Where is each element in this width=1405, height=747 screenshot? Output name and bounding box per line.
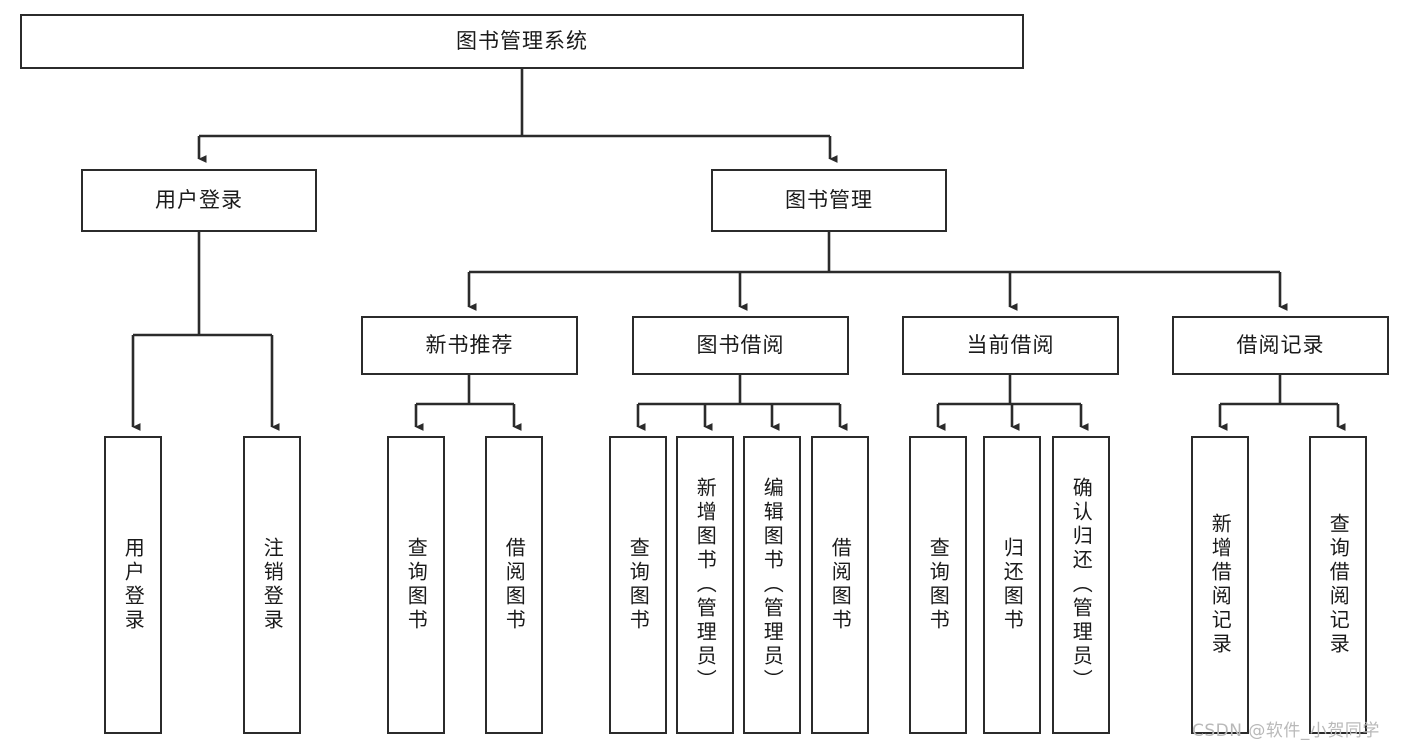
node-leaf-edit-book-label: 编辑图书（管理员） <box>760 477 785 693</box>
node-leaf-query-borrow-record-label: 查询借阅记录 <box>1326 513 1351 657</box>
node-book-borrow-label: 图书借阅 <box>696 333 785 358</box>
node-leaf-confirm-return[interactable]: 确认归还（管理员） <box>1052 436 1110 734</box>
node-user-login-label: 用户登录 <box>155 188 243 213</box>
node-leaf-add-book[interactable]: 新增图书（管理员） <box>676 436 734 734</box>
node-leaf-return-book[interactable]: 归还图书 <box>983 436 1041 734</box>
node-current-borrow[interactable]: 当前借阅 <box>902 316 1119 375</box>
node-leaf-query-borrow-record[interactable]: 查询借阅记录 <box>1309 436 1367 734</box>
node-leaf-add-borrow-record-label: 新增借阅记录 <box>1208 513 1233 657</box>
node-leaf-query-book-current-label: 查询图书 <box>926 537 951 633</box>
node-leaf-user-login-label: 用户登录 <box>121 537 146 633</box>
node-root-label: 图书管理系统 <box>456 29 588 54</box>
node-root[interactable]: 图书管理系统 <box>20 14 1024 69</box>
node-leaf-add-borrow-record[interactable]: 新增借阅记录 <box>1191 436 1249 734</box>
node-leaf-borrow-book-rec-label: 借阅图书 <box>502 537 527 633</box>
node-current-borrow-label: 当前借阅 <box>966 333 1055 358</box>
node-book-borrow[interactable]: 图书借阅 <box>632 316 849 375</box>
node-leaf-user-logout-label: 注销登录 <box>260 537 285 633</box>
node-book-management-label: 图书管理 <box>785 188 873 213</box>
node-book-management[interactable]: 图书管理 <box>711 169 947 232</box>
node-new-book-recommend-label: 新书推荐 <box>425 333 514 358</box>
node-user-login[interactable]: 用户登录 <box>81 169 317 232</box>
node-leaf-query-book-current[interactable]: 查询图书 <box>909 436 967 734</box>
node-leaf-add-book-label: 新增图书（管理员） <box>693 477 718 693</box>
node-leaf-borrow-book[interactable]: 借阅图书 <box>811 436 869 734</box>
node-borrow-record[interactable]: 借阅记录 <box>1172 316 1389 375</box>
node-leaf-query-book-rec-label: 查询图书 <box>404 537 429 633</box>
node-leaf-edit-book[interactable]: 编辑图书（管理员） <box>743 436 801 734</box>
csdn-watermark: CSDN @软件_小贺同学 <box>1192 721 1380 741</box>
node-leaf-borrow-book-label: 借阅图书 <box>828 537 853 633</box>
node-leaf-user-logout[interactable]: 注销登录 <box>243 436 301 734</box>
node-borrow-record-label: 借阅记录 <box>1236 333 1325 358</box>
node-new-book-recommend[interactable]: 新书推荐 <box>361 316 578 375</box>
node-leaf-query-book-rec[interactable]: 查询图书 <box>387 436 445 734</box>
node-leaf-return-book-label: 归还图书 <box>1000 537 1025 633</box>
node-leaf-borrow-book-rec[interactable]: 借阅图书 <box>485 436 543 734</box>
node-leaf-user-login[interactable]: 用户登录 <box>104 436 162 734</box>
node-leaf-query-book-borrow-label: 查询图书 <box>626 537 651 633</box>
node-leaf-query-book-borrow[interactable]: 查询图书 <box>609 436 667 734</box>
node-leaf-confirm-return-label: 确认归还（管理员） <box>1069 477 1094 693</box>
